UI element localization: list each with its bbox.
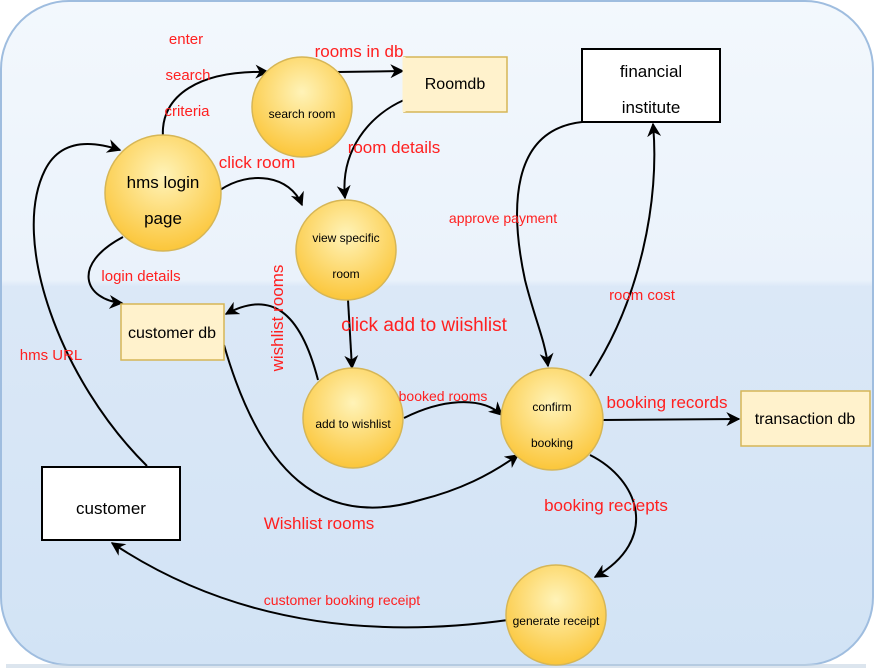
process-add-to-wishlist: add to wishlist — [302, 367, 404, 469]
flow-enter-search-criteria — [161, 64, 270, 138]
process-hms-login-page: hms login page — [104, 134, 222, 252]
confirm-booking-line2: booking — [531, 436, 573, 450]
financial-label-line2: institute — [622, 98, 681, 117]
flow-customer-booking-receipt — [110, 542, 509, 629]
label-customer-booking-receipt: customer booking receipt — [264, 592, 421, 608]
label-click-add-to-wishlist: click add to wiishlist — [341, 315, 507, 336]
flow-booking-records — [601, 412, 741, 427]
datastore-transaction-db: transaction db — [740, 390, 871, 447]
process-view-specific-room: view specific room — [295, 199, 397, 301]
entity-financial-institute: financial institute — [581, 48, 721, 123]
datastore-roomdb: Roomdb — [402, 56, 508, 113]
datastore-customer-db: customer db — [120, 303, 225, 361]
label-click-room: click room — [219, 153, 296, 172]
flow-click-add-wishlist — [344, 299, 359, 370]
label-approve-payment: approve payment — [449, 210, 557, 226]
flow-booking-receipts — [589, 454, 638, 578]
flow-rooms-in-db — [336, 64, 405, 79]
search-room-label: search room — [269, 107, 336, 121]
label-room-cost: room cost — [609, 287, 676, 304]
hms-login-line2: page — [144, 209, 182, 228]
flow-login-details — [87, 236, 124, 309]
process-generate-receipt: generate receipt — [505, 564, 607, 666]
label-login-details: login details — [101, 268, 180, 285]
label-rooms-in-db: rooms in db — [315, 42, 404, 61]
add-wishlist-label: add to wishlist — [315, 417, 391, 431]
label-wishlist-rooms-vertical: wishlist rooms — [268, 265, 287, 373]
generate-receipt-label: generate receipt — [513, 614, 600, 628]
label-criteria: criteria — [164, 103, 210, 120]
label-hms-url: hms URL — [20, 347, 83, 364]
label-booking-records: booking records — [607, 393, 728, 412]
flow-booked-rooms — [403, 401, 504, 419]
flow-hms-url — [32, 139, 148, 467]
view-room-line2: room — [332, 267, 359, 281]
flow-labels: enter search criteria rooms in db room d… — [20, 31, 728, 608]
label-wishlist-rooms-bottom: Wishlist rooms — [264, 514, 375, 533]
flow-wishlist-rooms — [224, 301, 319, 381]
flow-approve-payment — [516, 121, 583, 368]
view-room-line1: view specific — [312, 231, 379, 245]
label-room-details: room details — [348, 138, 441, 157]
confirm-booking-line1: confirm — [532, 400, 571, 414]
flow-wishlist-rooms-bottom — [223, 344, 520, 509]
entity-customer: customer — [41, 466, 181, 541]
flow-arrows — [32, 64, 741, 629]
label-enter: enter — [169, 31, 203, 48]
process-confirm-booking: confirm booking — [500, 367, 604, 471]
flow-room-cost — [589, 122, 662, 377]
label-booked-rooms: booked rooms — [399, 388, 488, 404]
label-booking-reciepts: booking reciepts — [544, 496, 668, 515]
financial-label-line1: financial — [620, 62, 682, 81]
roomdb-label: Roomdb — [425, 76, 486, 93]
label-search: search — [165, 67, 210, 84]
frame-shadow — [6, 664, 866, 668]
hms-login-line1: hms login — [127, 173, 200, 192]
customer-label: customer — [76, 499, 146, 518]
transaction-db-label: transaction db — [755, 411, 856, 428]
flow-room-details — [336, 99, 405, 200]
customer-db-label: customer db — [128, 325, 216, 342]
flow-click-room — [219, 177, 304, 207]
process-search-room: search room — [251, 56, 353, 158]
